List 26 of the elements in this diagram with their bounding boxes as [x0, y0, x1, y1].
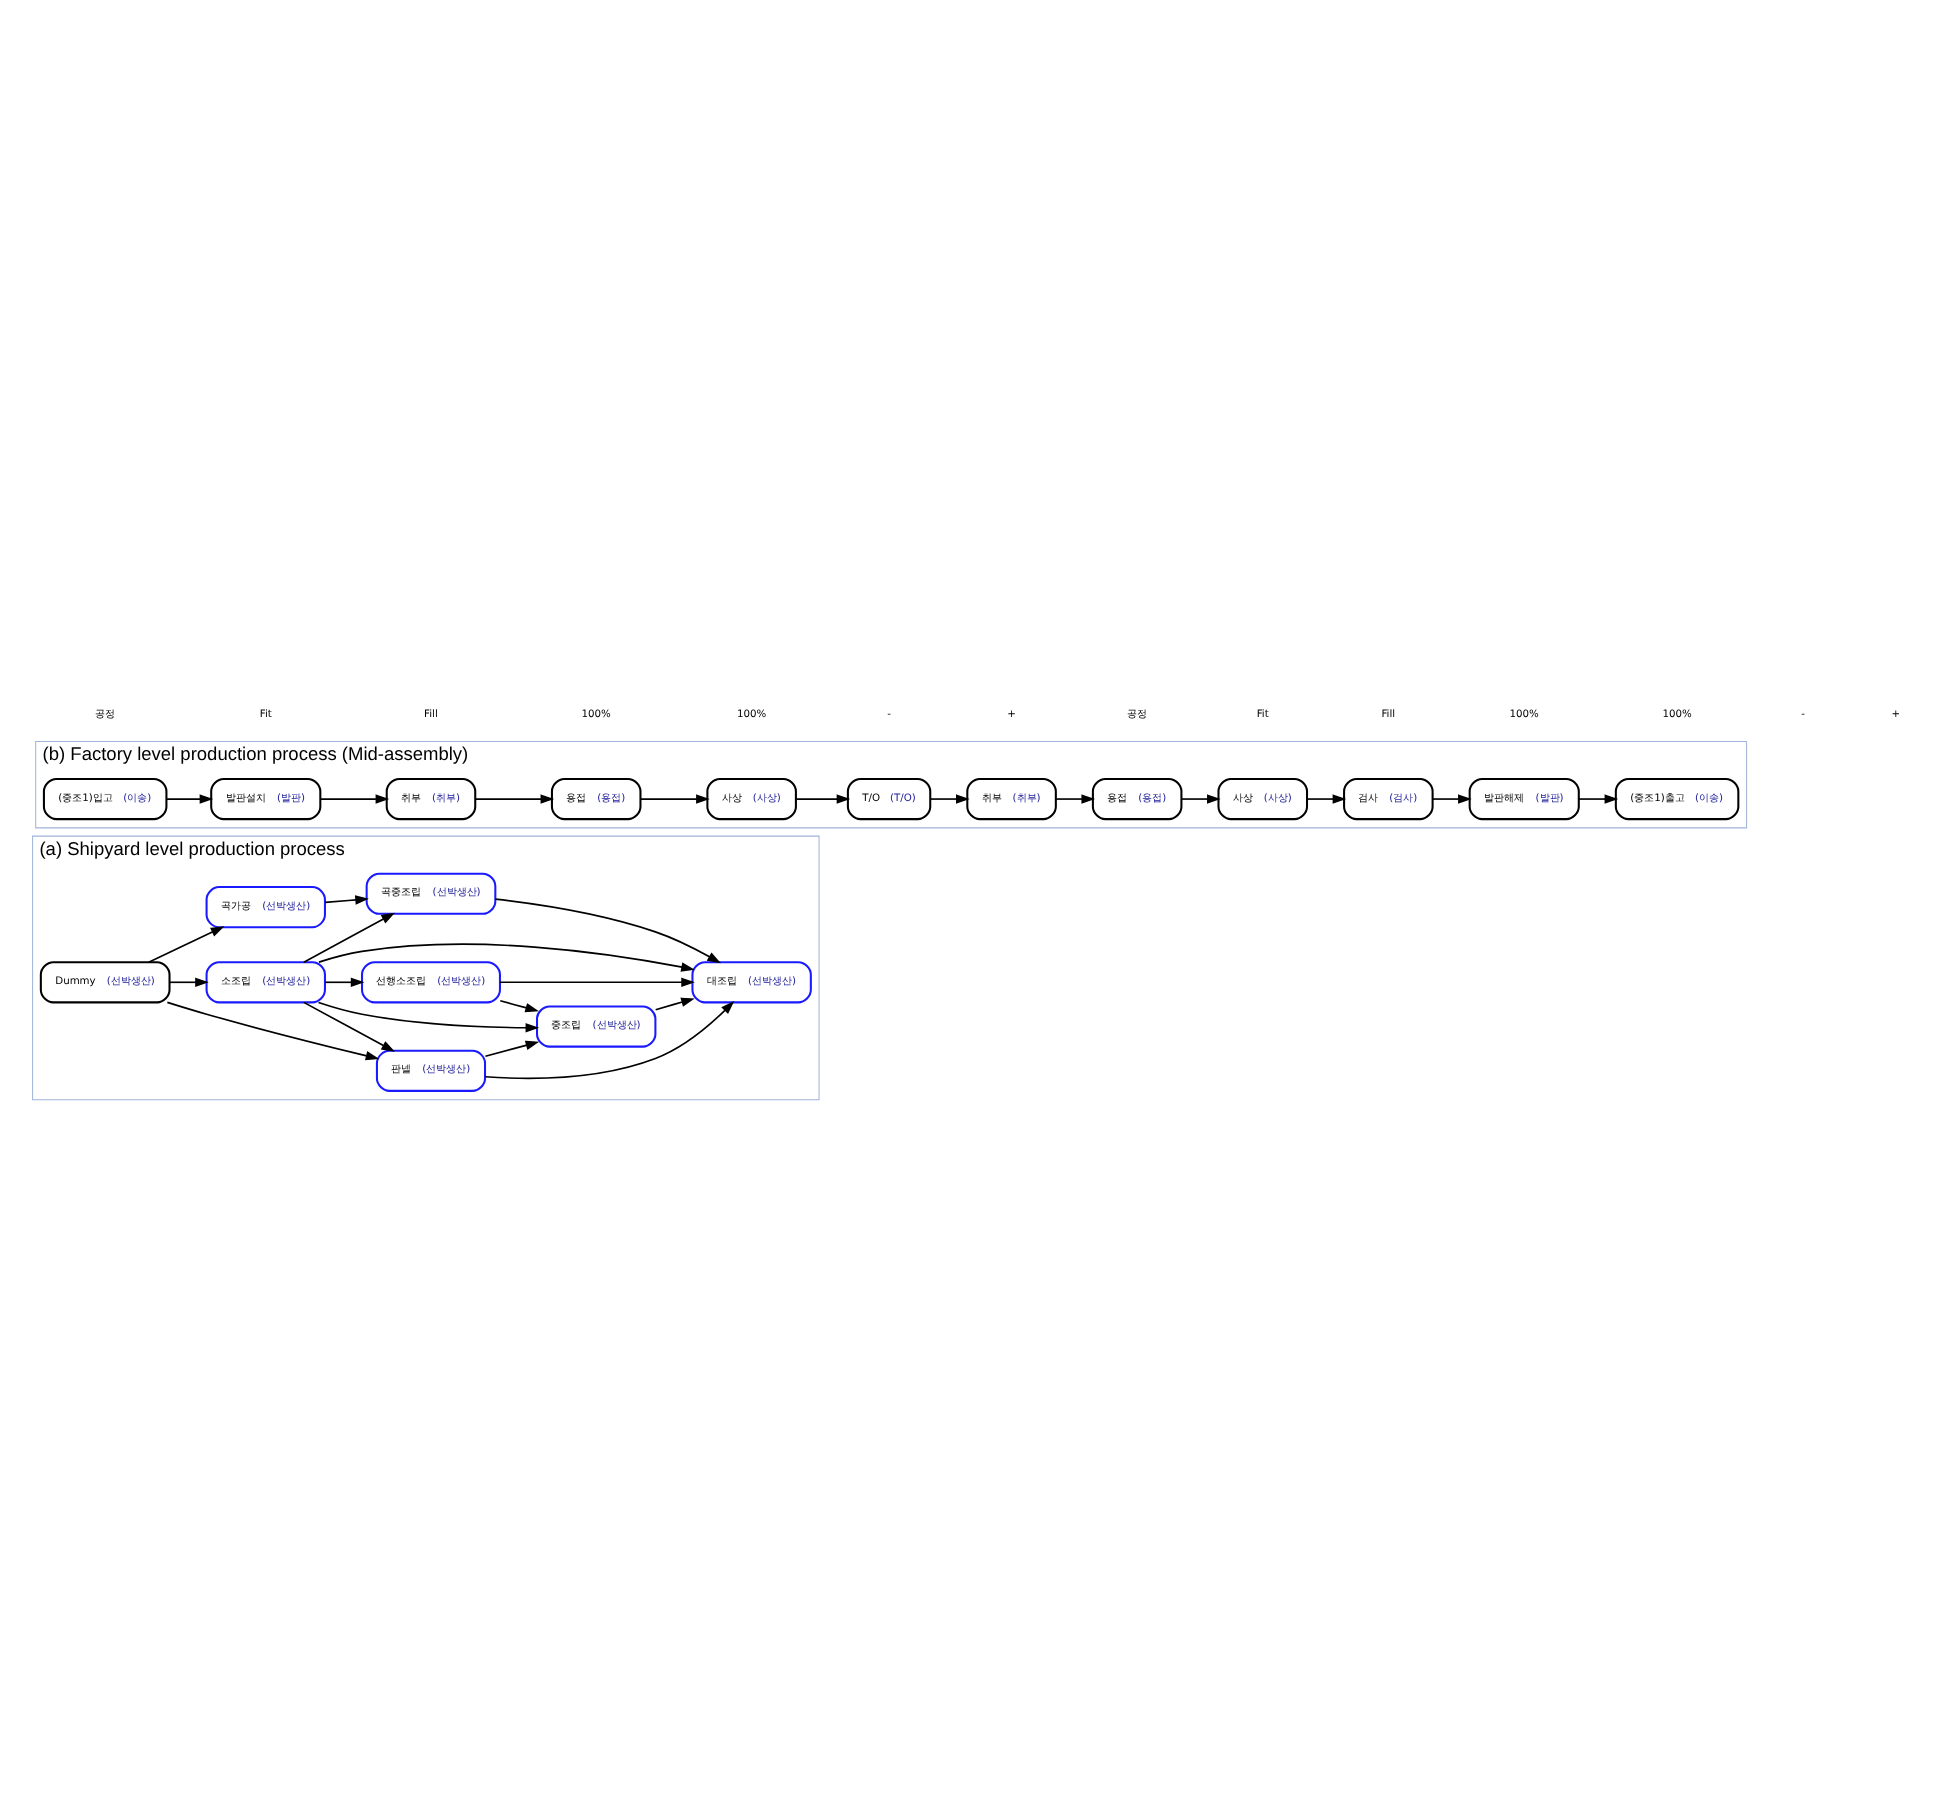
arrow — [1432, 794, 1472, 804]
arrow — [639, 794, 710, 804]
arrow — [303, 1001, 395, 1052]
arrow — [929, 794, 970, 804]
arrow — [1180, 794, 1221, 804]
arrow — [317, 1001, 540, 1033]
arrow — [494, 898, 721, 964]
arrow — [166, 1001, 380, 1061]
arrow — [324, 895, 369, 905]
arrow — [1306, 794, 1347, 804]
arrow — [303, 912, 395, 964]
arrow — [147, 926, 225, 963]
arrow — [1578, 794, 1619, 804]
arrow — [319, 794, 390, 804]
arrow — [499, 977, 695, 988]
arrow — [324, 977, 365, 988]
arrow — [168, 977, 209, 988]
arrow — [795, 794, 851, 804]
arrow — [654, 997, 695, 1011]
arrow — [474, 794, 555, 804]
arrow — [499, 1000, 539, 1013]
arrow — [484, 1000, 735, 1080]
arrow — [1055, 794, 1096, 804]
arrow — [484, 1040, 540, 1058]
arrow — [318, 943, 695, 972]
arrow — [165, 794, 214, 804]
